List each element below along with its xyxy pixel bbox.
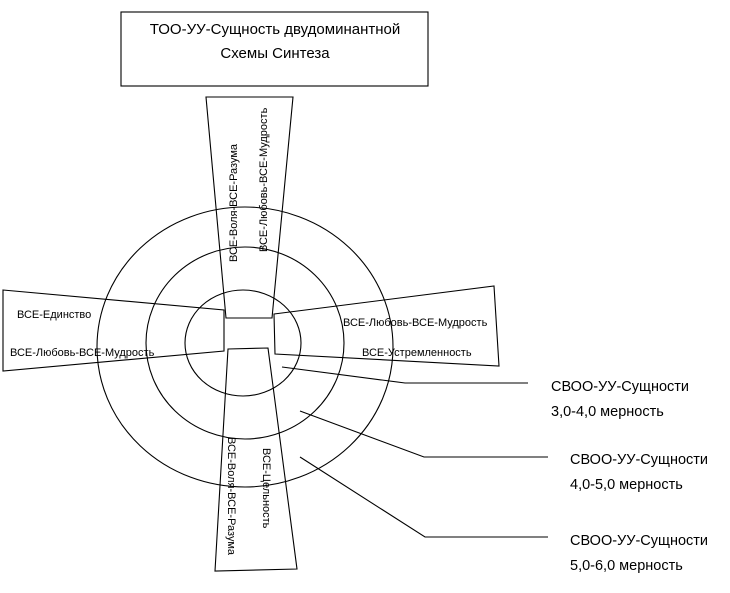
right-arm [273, 285, 500, 367]
left-arm-label-top: ВСЕ-Единство [17, 309, 91, 321]
bottom-arm-label-right: ВСЕ-Цельность [260, 448, 272, 529]
callout-3-line-1: СВОО-УУ-Сущности [570, 533, 708, 549]
title-box [120, 11, 429, 87]
bottom-arm-label-left: ВСЕ-Воля-ВСЕ-Разума [225, 437, 237, 556]
title-line-2: Схемы Синтеза [220, 45, 330, 62]
top-arm-label-right: ВСЕ-Любовь-ВСЕ-Мудрость [258, 107, 270, 252]
callout-2-line-2: 4,0-5,0 мерность [570, 477, 683, 493]
callout-1-line-1: СВОО-УУ-Сущности [551, 379, 689, 395]
right-arm-label-top: ВСЕ-Любовь-ВСЕ-Мудрость [343, 317, 488, 329]
top-arm-label-left: ВСЕ-Воля-ВСЕ-Разума [228, 143, 240, 262]
middle-ring [145, 246, 345, 440]
callout-leader-3 [299, 456, 548, 538]
callout-1-line-2: 3,0-4,0 мерность [551, 404, 664, 420]
callout-3-line-2: 5,0-6,0 мерность [570, 558, 683, 574]
outer-ring [96, 206, 394, 488]
top-arm [205, 96, 294, 319]
inner-ring [184, 289, 302, 397]
callout-leader-1 [281, 366, 528, 384]
callout-2-line-1: СВОО-УУ-Сущности [570, 452, 708, 468]
bottom-arm [214, 347, 298, 572]
callout-leader-2 [299, 410, 548, 458]
left-arm-label-bottom: ВСЕ-Любовь-ВСЕ-Мудрость [10, 347, 155, 359]
left-arm [2, 289, 225, 372]
title-line-1: ТОО-УУ-Сущность двудоминантной [150, 21, 401, 38]
right-arm-label-bottom: ВСЕ-Устремленность [362, 347, 472, 359]
